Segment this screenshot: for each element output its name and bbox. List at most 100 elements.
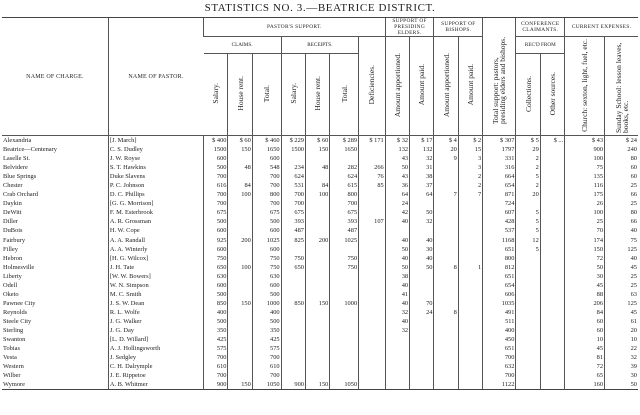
table-cell <box>433 208 459 218</box>
table-cell <box>329 244 359 254</box>
table-cell <box>227 253 253 263</box>
table-cell: 2 <box>457 172 483 182</box>
table-cell <box>539 226 565 236</box>
table-cell: 80 <box>604 154 638 164</box>
table-cell: 43 <box>384 154 410 164</box>
table-cell: 63 <box>604 289 638 299</box>
table-cell <box>409 380 434 391</box>
table-cell <box>304 307 330 317</box>
table-cell <box>457 244 483 254</box>
table-cell <box>384 353 410 363</box>
table-cell: 32 <box>384 325 410 336</box>
table-cell: 750 <box>251 262 282 272</box>
table-cell <box>539 190 565 200</box>
table-cell: 675 <box>251 208 282 218</box>
table-cell: 150 <box>304 298 330 308</box>
recd-from-header: REC'D FROM <box>515 36 565 55</box>
table-cell: $ 400 <box>203 135 228 146</box>
table-cell: 350 <box>251 325 282 336</box>
table-cell: 624 <box>329 172 359 182</box>
table-cell: 700 <box>203 190 228 200</box>
charge-name: Sterling <box>3 327 24 334</box>
table-cell <box>409 316 434 326</box>
table-cell: 25 <box>564 217 605 227</box>
claims-rent-header: House rent. <box>227 53 253 136</box>
table-cell <box>304 316 330 326</box>
table-cell: 75 <box>604 235 638 245</box>
table-cell: 600 <box>251 154 282 164</box>
table-cell: 116 <box>564 181 605 191</box>
table-cell: 25 <box>604 280 638 290</box>
table-cell: 1050 <box>329 380 359 391</box>
table-cell: 15 <box>457 145 483 155</box>
church-header: Church: sexton, light, fuel, etc. <box>564 36 605 136</box>
table-cell: 25 <box>604 199 638 209</box>
table-cell: 50 <box>564 262 605 272</box>
table-cell <box>227 154 253 164</box>
table-cell <box>433 280 459 290</box>
table-cell: 664 <box>482 172 516 182</box>
table-cell: 50 <box>604 380 638 391</box>
conf-claimants-header: CONFERENCE CLAIMANTS. <box>515 17 565 37</box>
table-cell <box>515 371 541 381</box>
table-cell: 26 <box>564 199 605 209</box>
table-cell: 36 <box>384 181 410 191</box>
table-cell <box>358 325 386 336</box>
table-cell: 50 <box>409 262 434 272</box>
pastor-name: C. S. Dudley <box>107 145 204 155</box>
table-cell: 24 <box>384 199 410 209</box>
table-cell <box>433 217 459 227</box>
table-cell: 174 <box>564 235 605 245</box>
table-cell: $ 60 <box>227 135 253 146</box>
bishops-header: SUPPORT OF BISHOPS. <box>433 17 483 37</box>
table-cell: 266 <box>358 163 386 173</box>
pastor-name: A. A. Randall <box>107 235 204 245</box>
pastor-name: [J. March] <box>107 135 204 146</box>
table-cell <box>329 154 359 164</box>
table-cell <box>409 226 434 236</box>
table-cell: 150 <box>564 244 605 254</box>
table-cell: 125 <box>604 244 638 254</box>
pastor-header: NAME OF PASTOR. <box>107 17 204 136</box>
charge-name: Steele City <box>3 317 32 325</box>
table-cell: 700 <box>329 199 359 209</box>
table-cell <box>433 271 459 281</box>
pastor-name: D. C. Phillips <box>107 190 204 200</box>
table-cell: 80 <box>604 208 638 218</box>
charge-name: Western <box>3 363 24 371</box>
table-cell: 7 <box>457 190 483 200</box>
table-cell <box>358 199 386 209</box>
table-cell: 40 <box>604 226 638 236</box>
table-cell <box>515 335 541 345</box>
table-cell: 206 <box>564 298 605 308</box>
charge-header: NAME OF CHARGE. <box>2 17 109 136</box>
table-cell <box>539 289 565 299</box>
table-cell <box>457 335 483 345</box>
table-cell <box>227 226 253 236</box>
table-cell: 234 <box>280 163 306 173</box>
table-cell <box>515 344 541 354</box>
table-cell <box>433 344 459 354</box>
presiding-elders-header: SUPPORT OF PRESIDING ELDERS. <box>384 17 434 37</box>
charge-name: Liberty <box>3 272 22 280</box>
table-cell: 50 <box>409 208 434 218</box>
pastor-name: J. G. Walker <box>107 316 204 326</box>
table-cell: 45 <box>564 344 605 354</box>
table-cell: 76 <box>358 172 386 182</box>
table-cell: 9 <box>433 154 459 164</box>
table-cell <box>433 253 459 263</box>
table-cell: 600 <box>203 244 228 254</box>
table-cell: 64 <box>409 190 434 200</box>
table-cell <box>227 172 253 182</box>
table-cell: 850 <box>203 298 228 308</box>
table-cell <box>280 344 306 354</box>
pastor-name: F. M. Esterbrook <box>107 208 204 218</box>
table-cell <box>433 380 459 391</box>
pastor-name: M. C. Smith <box>107 289 204 299</box>
